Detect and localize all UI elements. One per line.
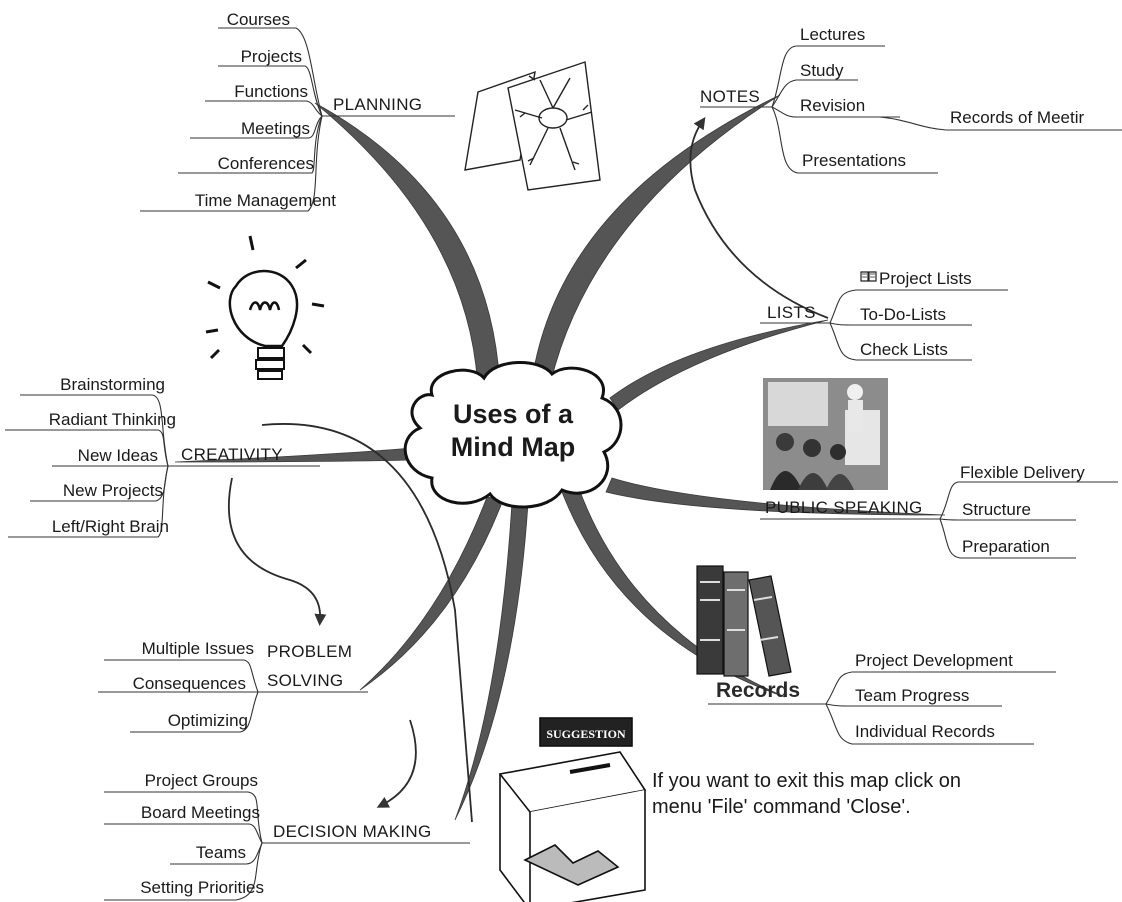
branch-label-lists: LISTS bbox=[767, 303, 816, 322]
presentation-photo-icon bbox=[763, 378, 888, 490]
branch-lists[interactable]: LISTS Project Lists To-Do-Lists Check Li… bbox=[760, 269, 1008, 361]
notes-leaf-records-of-meetings: Records of Meetir bbox=[950, 108, 1084, 127]
spoke-problem-solving bbox=[359, 496, 504, 691]
branch-label-decision-making: DECISION MAKING bbox=[273, 822, 431, 841]
records-leaf-individual-records: Individual Records bbox=[855, 722, 995, 741]
planning-leaf-conferences: Conferences bbox=[218, 154, 314, 173]
spokes bbox=[174, 94, 946, 821]
spoke-notes bbox=[531, 94, 781, 386]
planning-leaf-meetings: Meetings bbox=[241, 119, 310, 138]
books-icon bbox=[696, 565, 792, 677]
branch-label-solving: SOLVING bbox=[267, 671, 343, 690]
spoke-lists bbox=[609, 319, 829, 411]
lists-to-notes-arrow bbox=[689, 117, 829, 319]
suggestion-label: SUGGESTION bbox=[546, 727, 626, 741]
spoke-records bbox=[561, 485, 786, 698]
public-speaking-leaf-preparation: Preparation bbox=[962, 537, 1050, 556]
creativity-leaf-brainstorming: Brainstorming bbox=[60, 375, 165, 394]
center-title-line1: Uses of a bbox=[453, 399, 574, 429]
branch-records[interactable]: Records Project Development Team Progres… bbox=[708, 651, 1056, 745]
connectors bbox=[228, 117, 829, 823]
suggestion-box-icon: SUGGESTION bbox=[498, 717, 647, 902]
decision-making-leaf-board-meetings: Board Meetings bbox=[141, 803, 260, 822]
decision-making-leaf-project-groups: Project Groups bbox=[145, 771, 258, 790]
notes-leaf-lectures: Lectures bbox=[800, 25, 865, 44]
problem-solving-leaf-consequences: Consequences bbox=[133, 674, 246, 693]
book-icon bbox=[860, 271, 877, 282]
spoke-creativity bbox=[174, 447, 413, 463]
planning-leaf-functions: Functions bbox=[234, 82, 308, 101]
notes-leaf-presentations: Presentations bbox=[802, 151, 906, 170]
center-cloud-shape bbox=[403, 361, 623, 509]
records-leaf-team-progress: Team Progress bbox=[855, 686, 969, 705]
public-speaking-leaf-structure: Structure bbox=[962, 500, 1031, 519]
creativity-to-problem-solving-arrow bbox=[228, 477, 327, 626]
branch-label-public-speaking: PUBLIC SPEAKING bbox=[765, 498, 923, 517]
lightbulb-icon bbox=[205, 235, 325, 380]
branch-label-records: Records bbox=[716, 679, 800, 702]
problem-solving-leaf-multiple-issues: Multiple Issues bbox=[142, 639, 254, 658]
planning-leaf-courses: Courses bbox=[227, 10, 290, 29]
creativity-leaf-left-right-brain: Left/Right Brain bbox=[52, 517, 169, 536]
creativity-leaf-new-projects: New Projects bbox=[63, 481, 163, 500]
planning-leaf-projects: Projects bbox=[241, 47, 302, 66]
problem-solving-to-decision-making-arrow bbox=[376, 719, 417, 808]
branch-problem-solving[interactable]: PROBLEM SOLVING Multiple Issues Conseque… bbox=[98, 639, 368, 733]
center-title-line2: Mind Map bbox=[451, 432, 575, 462]
branch-label-notes: NOTES bbox=[700, 87, 760, 106]
planning-leaf-time-management: Time Management bbox=[195, 191, 336, 210]
creativity-leaf-radiant-thinking: Radiant Thinking bbox=[49, 410, 176, 429]
branch-notes[interactable]: NOTES Lectures Study Revision Records of… bbox=[700, 25, 1122, 174]
notes-leaf-study: Study bbox=[800, 61, 844, 80]
exit-instruction-note: If you want to exit this map click on me… bbox=[652, 770, 962, 818]
branch-decision-making[interactable]: DECISION MAKING Project Groups Board Mee… bbox=[104, 771, 470, 901]
lists-leaf-check-lists: Check Lists bbox=[860, 340, 948, 359]
center-node[interactable]: Uses of a Mind Map bbox=[403, 361, 623, 509]
lists-leaf-project-lists: Project Lists bbox=[879, 269, 972, 288]
spoke-planning bbox=[314, 102, 501, 391]
lists-leaf-to-do-lists: To-Do-Lists bbox=[860, 305, 946, 324]
branch-label-creativity: CREATIVITY bbox=[181, 445, 283, 464]
spoke-public-speaking bbox=[605, 477, 946, 516]
problem-solving-leaf-optimizing: Optimizing bbox=[168, 711, 248, 730]
records-leaf-project-development: Project Development bbox=[855, 651, 1013, 670]
creativity-leaf-new-ideas: New Ideas bbox=[78, 446, 158, 465]
map-sketch-icon bbox=[464, 61, 601, 191]
decision-making-leaf-teams: Teams bbox=[196, 843, 246, 862]
public-speaking-leaf-flexible-delivery: Flexible Delivery bbox=[960, 463, 1085, 482]
branch-creativity[interactable]: CREATIVITY Brainstorming Radiant Thinkin… bbox=[5, 375, 320, 538]
spoke-decision-making bbox=[454, 501, 529, 821]
branch-label-planning: PLANNING bbox=[333, 95, 422, 114]
creativity-to-decision-making-arrow bbox=[261, 423, 473, 823]
decision-making-leaf-setting-priorities: Setting Priorities bbox=[140, 878, 264, 897]
notes-leaf-revision: Revision bbox=[800, 96, 865, 115]
branch-label-problem: PROBLEM bbox=[267, 642, 352, 661]
branch-planning[interactable]: PLANNING Courses Projects Functions Meet… bbox=[140, 10, 455, 212]
branch-public-speaking[interactable]: PUBLIC SPEAKING Flexible Delivery Struct… bbox=[760, 463, 1118, 559]
